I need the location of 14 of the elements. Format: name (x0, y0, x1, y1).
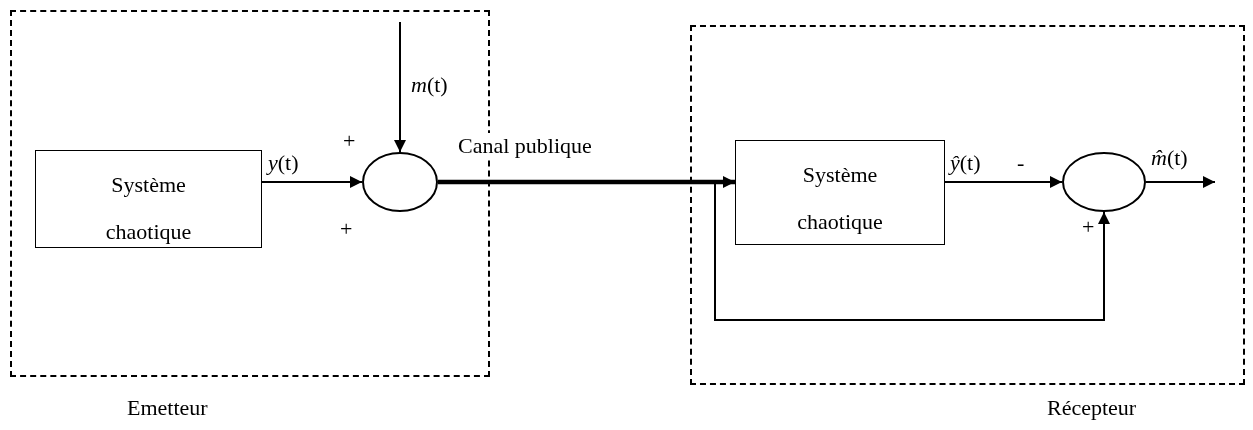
sign-label: + (340, 216, 353, 242)
edge-label: Canal publique (457, 133, 593, 159)
arrow (394, 21, 406, 153)
arrow (944, 176, 1063, 188)
sign-label: + (343, 128, 356, 154)
group-heading: Récepteur (1047, 395, 1137, 421)
arrow (261, 176, 363, 188)
arrow (1145, 176, 1216, 188)
process-box: Système chaotique (35, 150, 262, 248)
group-heading: Emetteur (127, 395, 208, 421)
sign-label: + (1082, 214, 1095, 240)
process-box: Système chaotique (735, 140, 945, 245)
sign-label: - (1017, 150, 1025, 176)
arrow (438, 176, 735, 188)
